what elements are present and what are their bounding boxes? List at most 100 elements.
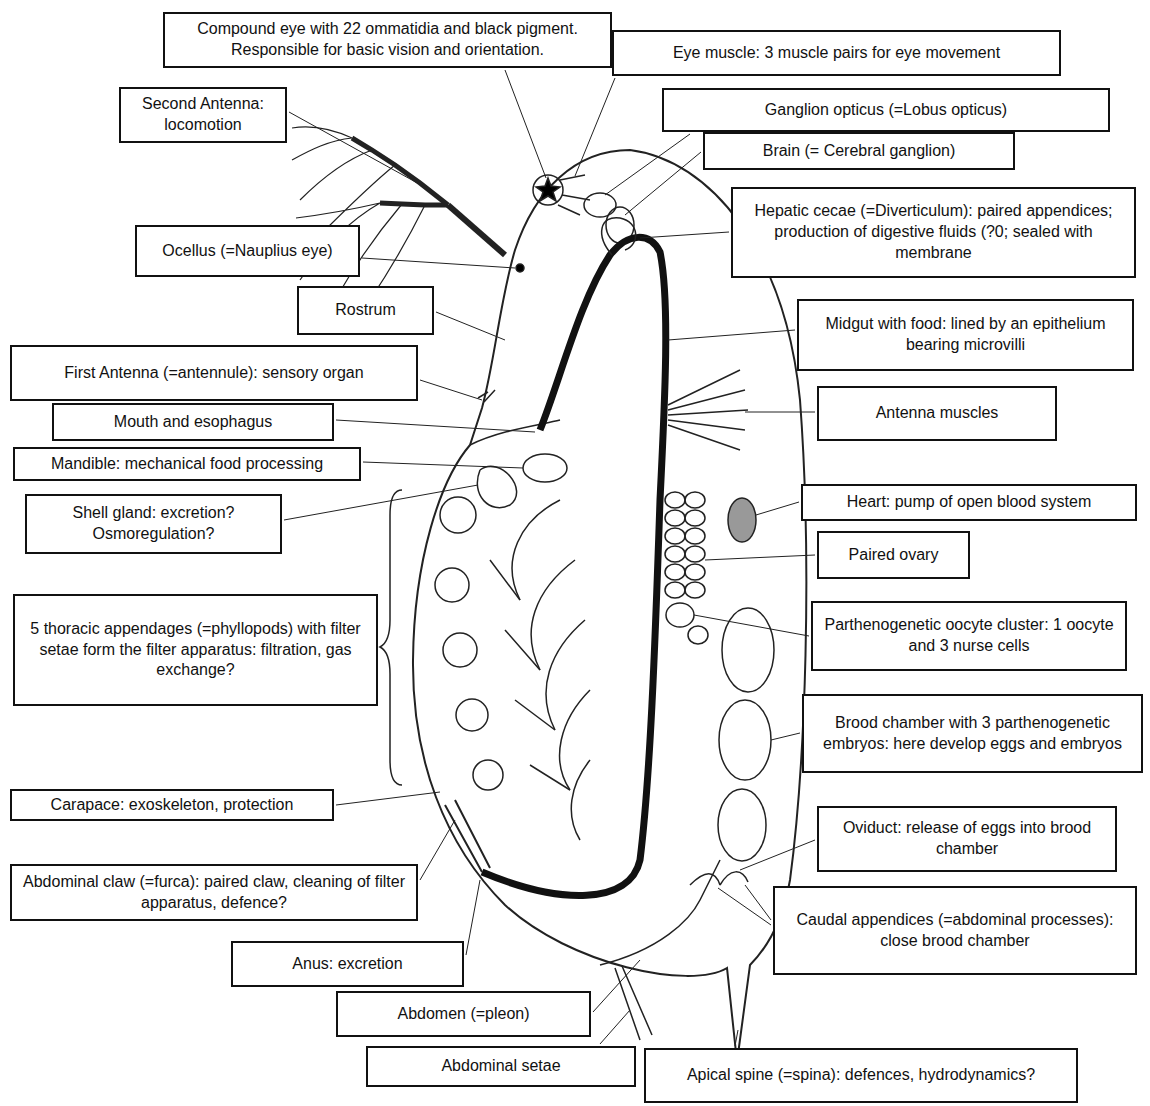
label-text: First Antenna (=antennule): sensory orga… xyxy=(64,363,363,384)
label-box: Apical spine (=spina): defences, hydrody… xyxy=(644,1048,1078,1103)
label-box: Anus: excretion xyxy=(231,941,464,987)
leader-line xyxy=(362,258,515,268)
label-box: Mandible: mechanical food processing xyxy=(13,447,361,481)
label-text: Oviduct: release of eggs into brood cham… xyxy=(827,818,1107,860)
antenna-base xyxy=(448,205,505,255)
thoracic-appendages xyxy=(435,497,590,840)
label-box: Caudal appendices (=abdominal processes)… xyxy=(773,886,1137,975)
label-text: Carapace: exoskeleton, protection xyxy=(51,795,294,816)
carapace-outline xyxy=(413,150,806,1062)
leader-line xyxy=(436,312,505,340)
embryo xyxy=(719,700,771,780)
gut xyxy=(482,237,666,895)
label-text: Compound eye with 22 ommatidia and black… xyxy=(173,19,602,61)
label-text: Paired ovary xyxy=(849,545,939,566)
leader-line xyxy=(640,232,729,238)
leader-line xyxy=(668,330,795,340)
label-text: Mouth and esophagus xyxy=(114,412,272,433)
label-text: 5 thoracic appendages (=phyllopods) with… xyxy=(23,619,368,681)
abdominal-processes xyxy=(690,872,748,885)
head-margin xyxy=(470,420,560,445)
label-text: Hepatic cecae (=Diverticulum): paired ap… xyxy=(741,201,1126,263)
label-text: Abdominal setae xyxy=(441,1056,560,1077)
label-text: Apical spine (=spina): defences, hydrody… xyxy=(687,1065,1035,1086)
abdomen xyxy=(600,860,720,965)
embryo xyxy=(718,789,766,861)
label-box: Mouth and esophagus xyxy=(52,403,334,441)
leader-line xyxy=(593,960,640,1012)
label-box: Brood chamber with 3 parthenogenetic emb… xyxy=(802,694,1143,773)
leader-line xyxy=(289,112,430,190)
leader-line xyxy=(718,885,771,925)
label-box: Hepatic cecae (=Diverticulum): paired ap… xyxy=(731,187,1136,278)
label-box: Heart: pump of open blood system xyxy=(801,484,1137,521)
shell-gland xyxy=(477,466,516,507)
label-text: Ocellus (=Nauplius eye) xyxy=(162,241,332,262)
abdominal-claw xyxy=(445,800,490,872)
abdominal-setae-drawing xyxy=(615,966,652,1040)
label-box: Ocellus (=Nauplius eye) xyxy=(135,225,360,277)
label-text: Parthenogenetic oocyte cluster: 1 oocyte… xyxy=(821,615,1117,657)
label-box: Antenna muscles xyxy=(817,386,1057,441)
hepatic-cecum xyxy=(602,218,636,255)
leader-line xyxy=(740,840,815,870)
label-text: Abdominal claw (=furca): paired claw, cl… xyxy=(20,872,408,914)
embryo xyxy=(722,608,774,692)
mandible xyxy=(523,454,567,482)
label-text: Mandible: mechanical food processing xyxy=(51,454,323,475)
label-text: Midgut with food: lined by an epithelium… xyxy=(807,314,1124,356)
label-box: Abdominal claw (=furca): paired claw, cl… xyxy=(10,864,418,921)
leader-line xyxy=(336,420,535,432)
label-text: Brood chamber with 3 parthenogenetic emb… xyxy=(812,713,1133,755)
leader-line xyxy=(466,880,480,955)
label-box: First Antenna (=antennule): sensory orga… xyxy=(10,345,418,401)
eye-pigment xyxy=(536,178,560,201)
leader-line xyxy=(420,820,455,880)
leader-line xyxy=(735,1030,738,1046)
label-text: Second Antenna: locomotion xyxy=(129,94,277,136)
leader-line xyxy=(625,152,701,215)
first-antenna xyxy=(478,390,495,402)
label-box: Paired ovary xyxy=(817,531,970,579)
leader-line xyxy=(575,78,615,176)
label-text: Heart: pump of open blood system xyxy=(847,492,1092,513)
label-box: Abdominal setae xyxy=(366,1046,636,1087)
label-text: Rostrum xyxy=(335,300,395,321)
label-box: Shell gland: excretion? Osmoregulation? xyxy=(25,494,282,554)
leader-line xyxy=(420,380,482,400)
heart xyxy=(728,498,756,542)
label-box: Rostrum xyxy=(297,286,434,335)
antenna-branch xyxy=(352,138,448,205)
leader-line xyxy=(363,462,523,468)
label-box: Midgut with food: lined by an epithelium… xyxy=(797,299,1134,371)
label-box: Parthenogenetic oocyte cluster: 1 oocyte… xyxy=(811,601,1127,671)
leader-line xyxy=(605,134,690,195)
leader-line xyxy=(771,733,800,740)
leader-line xyxy=(336,792,440,805)
label-box: Second Antenna: locomotion xyxy=(119,87,287,143)
label-text: Anus: excretion xyxy=(292,954,402,975)
label-box: 5 thoracic appendages (=phyllopods) with… xyxy=(13,594,378,706)
label-text: Shell gland: excretion? Osmoregulation? xyxy=(35,503,272,545)
leader-line xyxy=(756,502,799,515)
label-box: Ganglion opticus (=Lobus opticus) xyxy=(662,88,1110,132)
label-box: Compound eye with 22 ommatidia and black… xyxy=(163,12,612,68)
leader-line xyxy=(284,485,478,520)
label-text: Eye muscle: 3 muscle pairs for eye movem… xyxy=(673,43,1000,64)
leader-line xyxy=(745,412,815,413)
ocellus xyxy=(516,264,524,272)
compound-eye xyxy=(533,175,563,205)
antenna-branch xyxy=(380,203,448,205)
label-text: Antenna muscles xyxy=(876,403,999,424)
label-text: Abdomen (=pleon) xyxy=(397,1004,529,1025)
label-box: Carapace: exoskeleton, protection xyxy=(10,789,334,822)
label-box: Oviduct: release of eggs into brood cham… xyxy=(817,806,1117,872)
label-text: Brain (= Cerebral ganglion) xyxy=(763,141,956,162)
leader-line xyxy=(694,615,809,636)
leader-line xyxy=(505,70,546,178)
label-box: Abdomen (=pleon) xyxy=(336,991,591,1037)
label-box: Brain (= Cerebral ganglion) xyxy=(703,132,1015,170)
optic-ganglion xyxy=(584,193,616,217)
